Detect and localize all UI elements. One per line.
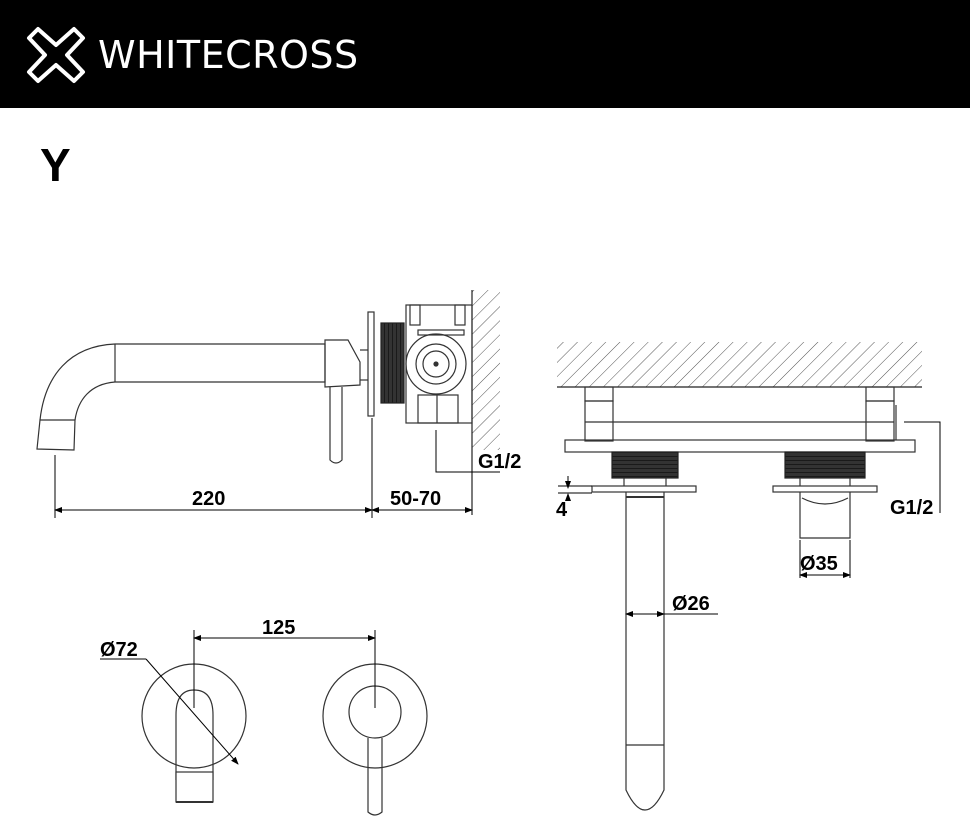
dim-plate-thickness: 4	[556, 499, 568, 521]
front-view-dimensions	[100, 630, 376, 765]
brand-logo: WHITECROSS	[26, 26, 359, 84]
dim-top-connection: G1/2	[890, 497, 933, 519]
front-view	[141, 663, 428, 816]
cross-outline-icon	[27, 27, 85, 83]
top-view-dimensions	[558, 421, 941, 617]
top-view	[557, 342, 922, 811]
wall-hatch	[472, 290, 500, 450]
dim-spout-length: 220	[192, 488, 225, 510]
variant-label: Y	[40, 139, 71, 191]
dim-wall-depth: 50-70	[390, 488, 441, 510]
brand-header: WHITECROSS	[0, 0, 970, 108]
dim-handle-diameter: Ø35	[800, 553, 838, 575]
wall-hatch-top	[557, 342, 922, 387]
dim-spout-diameter: Ø26	[672, 593, 710, 615]
dim-centers: 125	[262, 617, 295, 639]
dim-plate-diameter: Ø72	[100, 639, 138, 661]
brand-name: WHITECROSS	[98, 33, 359, 77]
side-view-dimensions	[54, 418, 500, 518]
side-view	[36, 290, 500, 515]
dim-side-connection: G1/2	[478, 451, 521, 473]
